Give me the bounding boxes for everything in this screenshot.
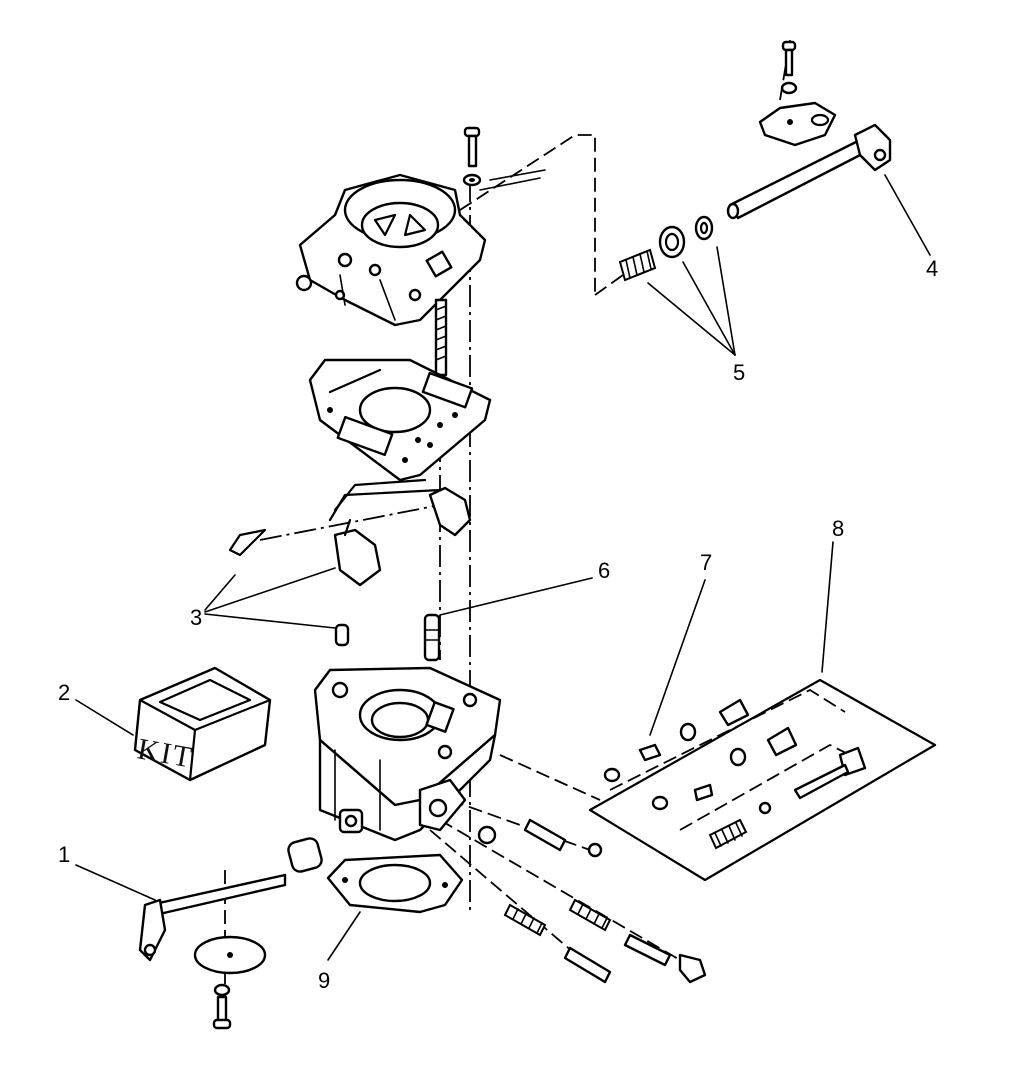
callout-2: 2: [58, 680, 70, 705]
callout-labels: 1 2 3 4 5 6 7 8 9: [58, 256, 938, 993]
callout-4: 4: [926, 256, 938, 281]
kit-spring: [708, 818, 748, 850]
kit-contents-panel: [588, 678, 937, 882]
repair-kit-box: KIT: [133, 666, 272, 782]
leader-lines: [75, 174, 931, 961]
callout-1: 1: [58, 842, 70, 867]
air-horn-screw: [462, 126, 482, 187]
pump-spring: [618, 248, 657, 282]
carburetor-main-body: [313, 666, 502, 842]
main-jet: [423, 613, 441, 662]
air-horn-stud: [434, 298, 448, 377]
float-assembly: [228, 478, 472, 647]
callout-8: 8: [832, 516, 844, 541]
air-horn: [295, 169, 546, 327]
callout-3: 3: [190, 605, 202, 630]
throttle-shaft: [138, 837, 323, 1030]
callout-7: 7: [700, 550, 712, 575]
callout-6: 6: [598, 558, 610, 583]
base-gasket: [326, 853, 464, 914]
air-horn-gasket: [308, 358, 492, 482]
spring-1: [503, 903, 547, 937]
callout-9: 9: [318, 968, 330, 993]
spring-2: [568, 898, 612, 932]
callout-5: 5: [733, 360, 745, 385]
idle-screws: [477, 818, 707, 984]
pump-parts: [618, 215, 714, 282]
pump-lever-assembly: [726, 40, 892, 220]
